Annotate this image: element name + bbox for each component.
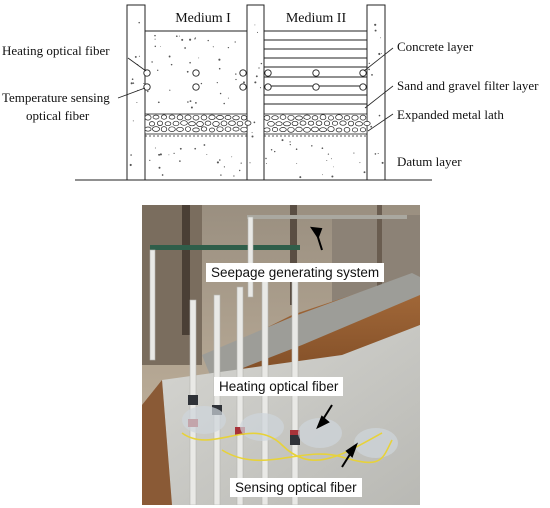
medium-1-title: Medium I [175, 11, 231, 26]
medium-2-title: Medium II [286, 11, 347, 26]
label-datum-layer: Datum layer [397, 154, 462, 169]
label-concrete-layer: Concrete layer [397, 39, 474, 54]
middle-wall [246, 4, 265, 181]
label-filter-layer: Sand and gravel filter layer [397, 78, 539, 93]
label-photo-sensing-fiber: Sensing optical fiber [230, 478, 362, 497]
concrete-speckles [129, 21, 384, 179]
experimental-setup-photo: Seepage generating system Heating optica… [142, 205, 420, 505]
label-metal-lath: Expanded metal lath [397, 107, 504, 122]
leader-lines [117, 47, 394, 132]
gravel-filter-layer [144, 113, 371, 135]
datum-layer [145, 135, 367, 180]
tank-cross-section-diagram: Medium I Medium II Heating optical fiber… [2, 4, 539, 181]
label-heating-fiber: Heating optical fiber [2, 43, 110, 58]
photo-illustration [142, 205, 420, 505]
concrete-layer-lines [264, 39, 367, 105]
label-photo-heating-fiber: Heating optical fiber [214, 377, 344, 396]
optical-fiber-markers [143, 69, 367, 91]
label-temp-sensing-line2: optical fiber [26, 108, 90, 123]
tank-walls [126, 4, 386, 181]
left-wall [126, 4, 146, 181]
label-temp-sensing-line1: Temperature sensing [2, 90, 110, 105]
label-seepage-system: Seepage generating system [206, 263, 385, 282]
